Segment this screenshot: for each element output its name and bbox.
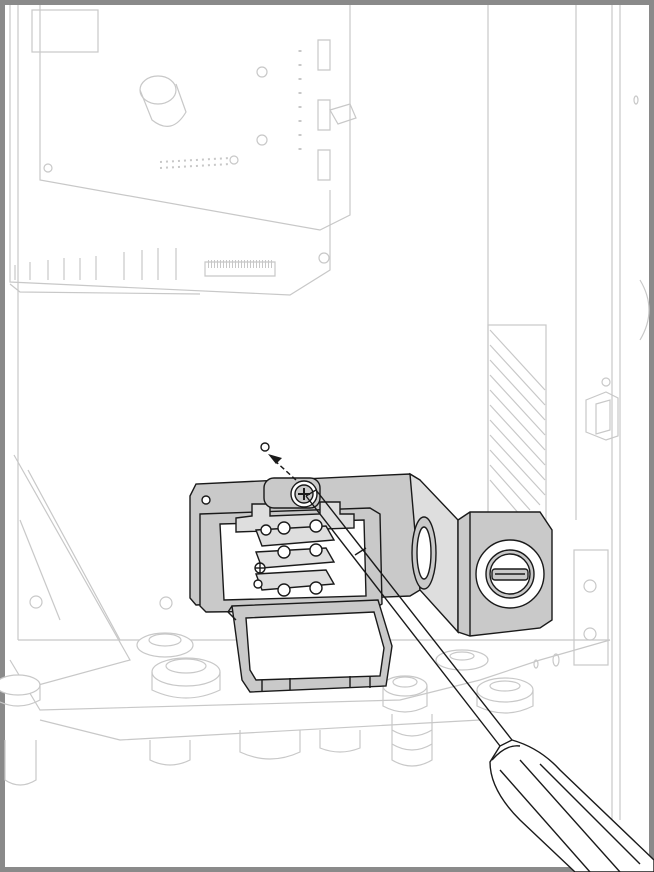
terminal-slot-2 — [255, 543, 336, 569]
key-lock — [475, 539, 545, 609]
enclosure-floor — [9, 454, 611, 741]
terminal-block — [199, 477, 383, 613]
removal-arrow — [260, 442, 297, 481]
vent-grille — [487, 324, 547, 521]
screw-hole — [260, 442, 270, 452]
terminal-slot-1 — [255, 519, 336, 547]
fixing-screw — [290, 480, 318, 508]
terminal-cover — [227, 599, 393, 693]
screwdriver — [305, 489, 654, 872]
control-circuit-board — [9, 5, 357, 296]
cable-glands — [0, 632, 534, 786]
